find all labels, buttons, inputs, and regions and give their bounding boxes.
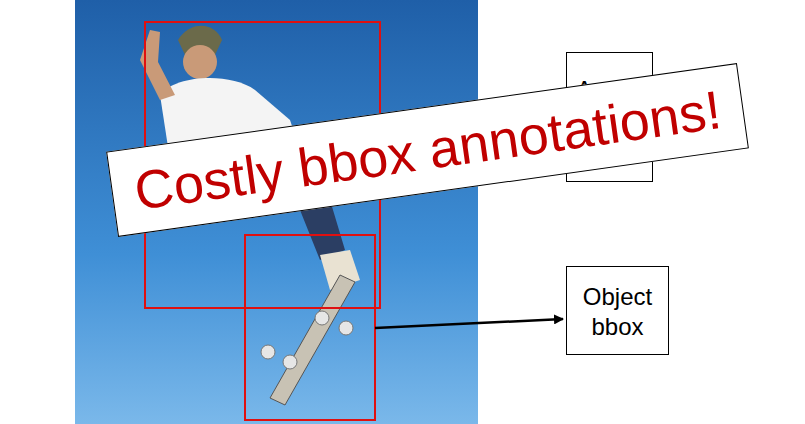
- object-bbox: [245, 235, 375, 420]
- leader-arrow: [375, 319, 563, 328]
- box-label: Object bbox: [575, 282, 660, 342]
- label-box: Object bbox: [566, 266, 669, 355]
- skateboard: [261, 275, 355, 405]
